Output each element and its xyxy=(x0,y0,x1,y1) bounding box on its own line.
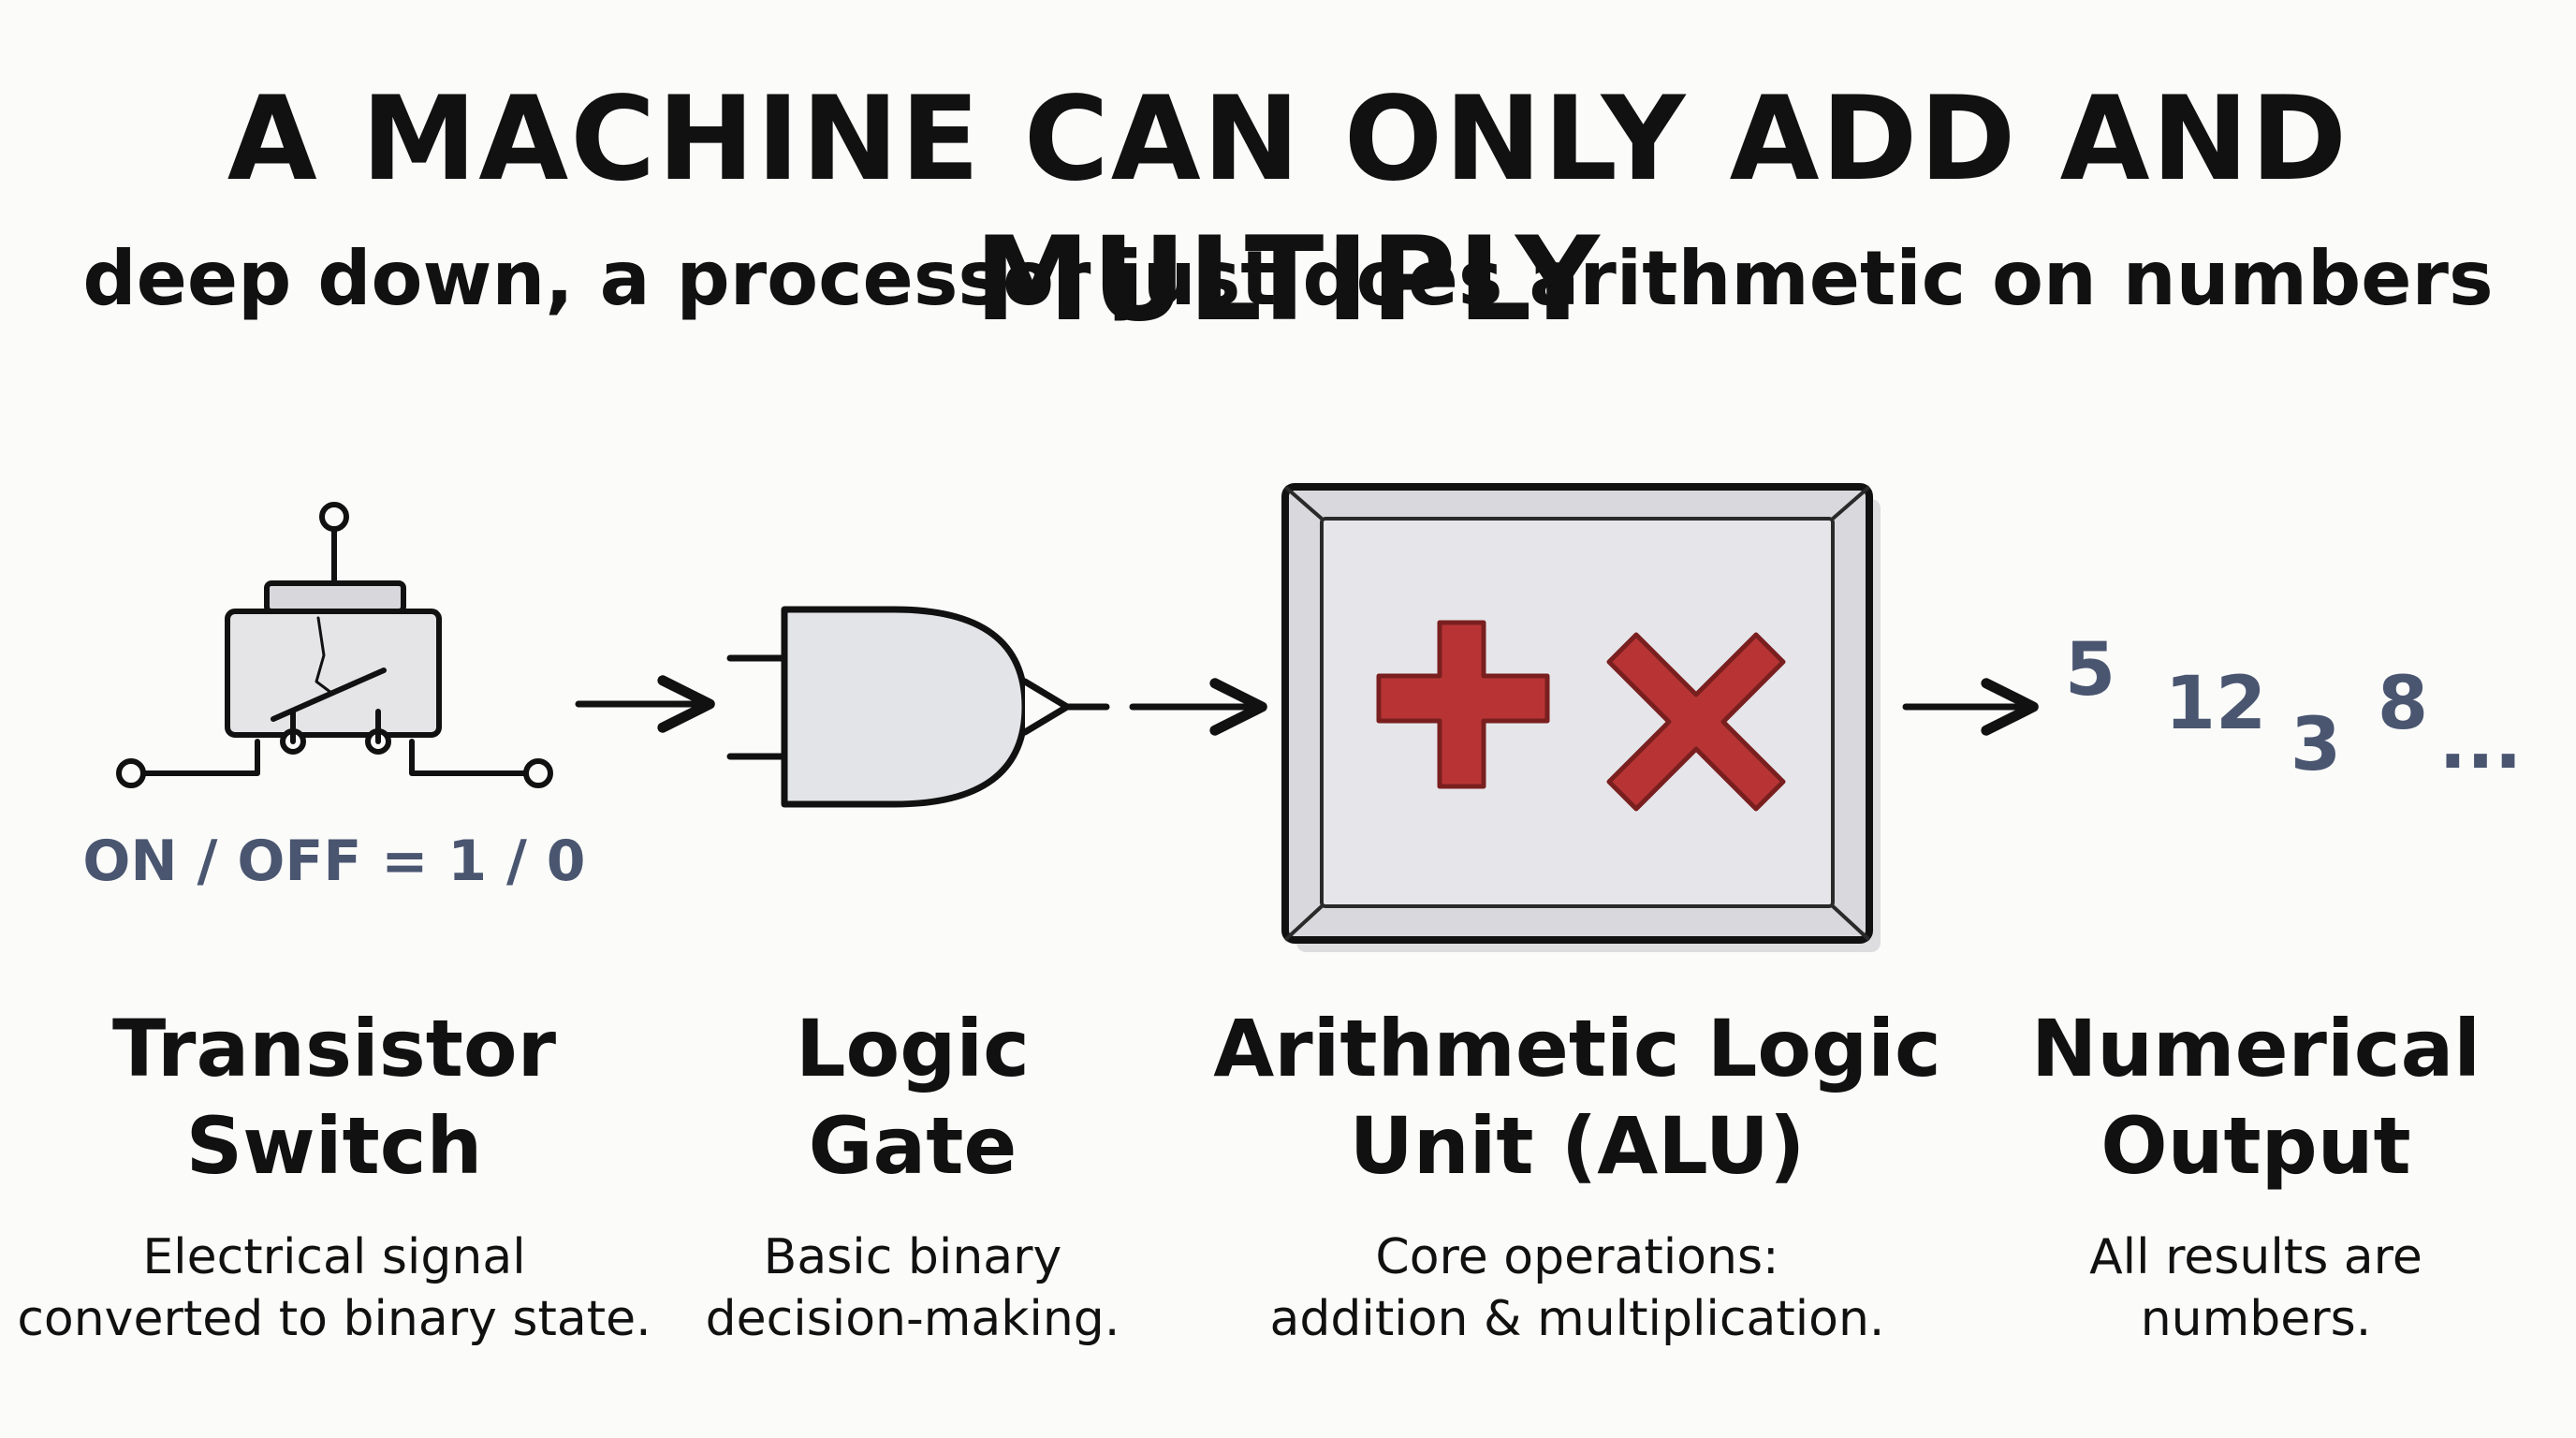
alu-box-icon xyxy=(1281,483,1881,952)
addition-icon xyxy=(1376,620,1550,789)
stage-name-transistor: Transistor Switch xyxy=(111,1003,557,1192)
stage-desc-output: All results are numbers. xyxy=(2089,1229,2422,1347)
stage-desc-logic-gate: Basic binary decision-making. xyxy=(705,1229,1120,1347)
output-number: 5 xyxy=(2065,628,2115,712)
output-number: 8 xyxy=(2378,662,2428,746)
output-number: 12 xyxy=(2165,662,2267,746)
stage-desc-transistor: Electrical signal converted to binary st… xyxy=(17,1229,651,1347)
stage-name-output: Numerical Output xyxy=(2030,1003,2481,1192)
stage-name-logic-gate: Logic Gate xyxy=(796,1003,1030,1192)
transistor-state-caption: ON / OFF = 1 / 0 xyxy=(82,829,585,894)
stage-name-alu: Arithmetic Logic Unit (ALU) xyxy=(1213,1003,1941,1192)
page-subtitle: deep down, a processor just does arithme… xyxy=(82,235,2494,322)
transistor-switch-icon xyxy=(116,502,553,788)
logic-gate-icon xyxy=(726,606,1110,808)
page-title: A MACHINE CAN ONLY ADD AND MULTIPLY xyxy=(227,72,2349,347)
output-number: 3 xyxy=(2291,703,2341,787)
output-ellipsis: ... xyxy=(2439,701,2523,785)
multiplication-icon xyxy=(1606,632,1786,812)
stage-desc-alu: Core operations: addition & multiplicati… xyxy=(1269,1229,1885,1347)
